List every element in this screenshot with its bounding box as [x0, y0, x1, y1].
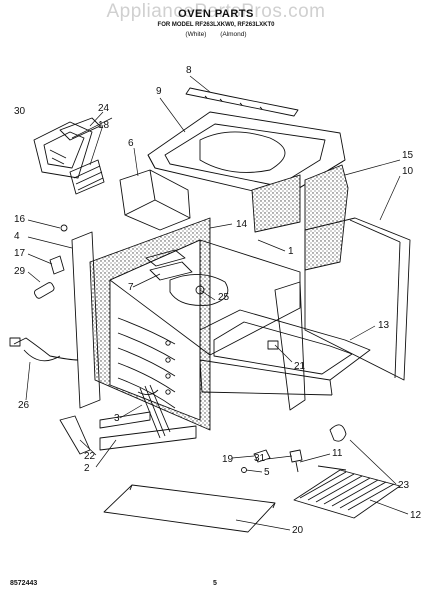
part-30-control-housing	[33, 121, 93, 179]
part-9-top-frame	[147, 111, 346, 199]
callout-5: 5	[264, 467, 270, 478]
part-2-bottom-trim	[99, 411, 197, 451]
diagram-title: OVEN PARTS	[178, 8, 254, 20]
page-number: 5	[213, 580, 217, 587]
callout-8: 8	[186, 65, 192, 76]
callout-19: 19	[222, 454, 234, 465]
callout-31: 31	[254, 453, 266, 464]
part-13-broil-pan	[199, 309, 371, 396]
part-21-bracket	[267, 340, 279, 350]
part-10-right-side-panel	[304, 217, 411, 381]
part-14-oven-cavity	[89, 217, 306, 431]
callout-10: 10	[402, 166, 414, 177]
callout-18: 18	[98, 120, 110, 131]
callout-26: 26	[18, 400, 30, 411]
model-numbers: FOR MODEL RF263LXKW0, RF263LXKT0	[157, 22, 275, 28]
part-11-rack-guide	[317, 465, 347, 471]
part-19-bracket	[253, 449, 271, 463]
part-26-power-cord	[9, 337, 79, 362]
part-23-bumper	[329, 424, 347, 442]
callout-4: 4	[14, 231, 20, 242]
part-18-panel-insert	[69, 159, 105, 195]
callout-24: 24	[98, 103, 110, 114]
part-29-foot	[33, 282, 55, 299]
callout-15: 15	[402, 150, 414, 161]
callout-21: 21	[294, 361, 306, 372]
callout-17: 17	[14, 248, 26, 259]
part-22-front-rail	[59, 415, 91, 455]
callout-labels: 8 9 30 24 18 6 15 10 16 4 17 29 14 1 7 2…	[14, 65, 422, 536]
callout-29: 29	[14, 266, 26, 277]
part-12-oven-rack	[293, 469, 401, 519]
variant-almond: (Almond)	[220, 31, 247, 38]
callout-9: 9	[156, 86, 162, 97]
callout-6: 6	[128, 138, 134, 149]
callout-13: 13	[378, 320, 390, 331]
callout-7: 7	[128, 282, 134, 293]
part-17-hinge-receptacle	[49, 255, 65, 275]
callout-25: 25	[218, 292, 230, 303]
part-20-bottom-plate	[103, 484, 276, 533]
callout-20: 20	[292, 525, 304, 536]
callout-14: 14	[236, 219, 248, 230]
callout-3: 3	[114, 413, 120, 424]
callout-22: 22	[84, 451, 96, 462]
callout-11: 11	[332, 448, 343, 459]
callout-16: 16	[14, 214, 26, 225]
part-number: 8572443	[10, 580, 38, 587]
leader-lines	[25, 75, 409, 531]
part-24-control-panel	[59, 117, 101, 141]
callout-23: 23	[398, 480, 410, 491]
part-5-screw	[241, 467, 247, 473]
part-4-left-side-panel	[71, 231, 101, 409]
callout-30: 30	[14, 106, 26, 117]
part-16-clip	[60, 224, 68, 232]
part-25-burner-cover	[169, 274, 229, 306]
watermark: AppliancePartsPros.com	[106, 1, 326, 22]
variant-white: (White)	[185, 31, 207, 38]
color-variants: (White) (Almond)	[0, 31, 432, 38]
callout-12: 12	[410, 510, 422, 521]
part-6-control-bracket	[119, 169, 191, 231]
part-7-bake-element	[145, 249, 193, 281]
callout-2: 2	[84, 463, 90, 474]
part-31-leveling-leg	[289, 449, 303, 473]
callout-1: 1	[288, 246, 294, 257]
part-8-vent-strip	[185, 87, 299, 117]
